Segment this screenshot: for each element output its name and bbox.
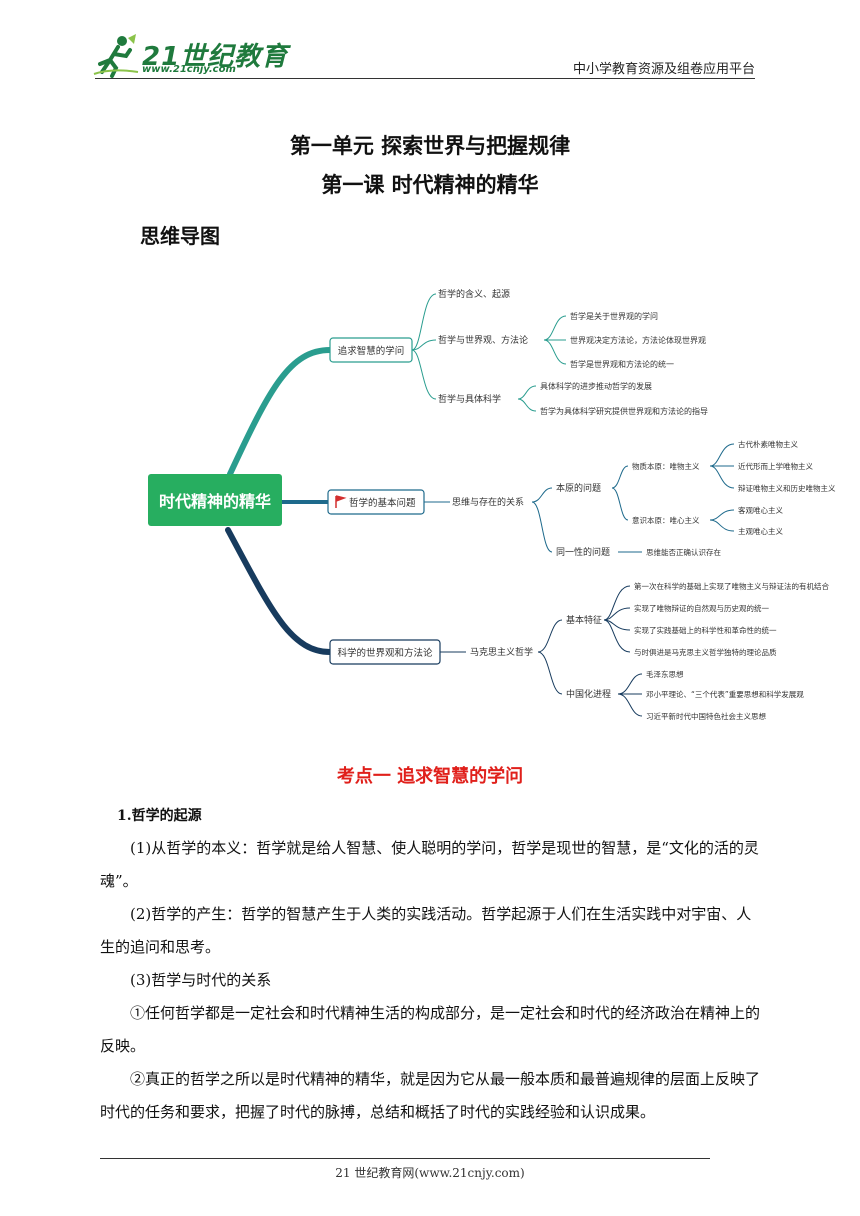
b3-feature-item-2: 实现了唯物辩证的自然观与历史观的统一 [634,603,769,613]
b1-c3-item-2: 哲学为具体科学研究提供世界观和方法论的指导 [540,406,708,416]
b2-relation: 思维与存在的关系 [452,496,524,508]
section-title: 考点一 追求智慧的学问 [336,766,524,787]
branch-label-2: 哲学的基本问题 [349,497,416,509]
b2-matter-item-2: 近代形而上学唯物主义 [738,461,813,471]
b2-matter-item-1: 古代朴素唯物主义 [738,439,798,449]
flag-icon [335,495,347,508]
paragraph-4: ①任何哲学都是一定社会和时代精神生活的构成部分，是一定社会和时代的经济政治在精神… [100,1004,761,1055]
site-logo: 21世纪教育 www.21cnjy.com [92,34,287,78]
b3-sinicization-item-1: 毛泽东思想 [646,669,684,679]
footer-divider [100,1158,710,1159]
b2-identity: 同一性的问题 [556,546,610,558]
paragraph-2: (2)哲学的产生：哲学的智慧产生于人类的实践活动。哲学起源于人们在生活实践中对宇… [100,905,752,956]
b2-identity-item: 思维能否正确认识存在 [646,547,721,557]
branch-label-3: 科学的世界观和方法论 [337,647,433,659]
b1-c2-item-2: 世界观决定方法论，方法论体现世界观 [570,335,706,345]
lesson-title: 第一课 时代精神的精华 [321,173,539,197]
b2-mind-item-2: 主观唯心主义 [738,526,783,536]
b3-feature-item-1: 第一次在科学的基础上实现了唯物主义与辩证法的有机结合 [634,581,829,591]
b3-feature-item-4: 与时俱进是马克思主义哲学独特的理论品质 [634,647,777,657]
b3-sinicization-item-3: 习近平新时代中国特色社会主义思想 [646,711,766,721]
root-node [148,474,282,526]
b2-mind-item-1: 客观唯心主义 [738,505,783,515]
b3-features: 基本特征 [566,614,602,626]
header-divider [95,78,755,79]
b2-mind: 意识本原：唯心主义 [632,515,700,525]
b1-c3: 哲学与具体科学 [438,393,501,405]
b3-feature-item-3: 实现了实践基础上的科学性和革命性的统一 [634,625,777,635]
b1-c1: 哲学的含义、起源 [438,288,510,300]
header-platform-name: 中小学教育资源及组卷应用平台 [572,62,755,77]
b3-sinicization-item-2: 邓小平理论、“三个代表”重要思想和科学发展观 [646,689,804,699]
root-label: 时代精神的精华 [159,492,271,511]
mindmap-heading: 思维导图 [140,224,220,248]
b2-matter: 物质本原：唯物主义 [632,461,700,471]
logo-text: 21世纪教育 [142,42,289,72]
paragraph-1: (1)从哲学的本义：哲学就是给人智慧、使人聪明的学问，哲学是现世的智慧，是“文化… [100,839,759,890]
paragraph-3: (3)哲学与时代的关系 [130,971,272,989]
b3-sinicization: 中国化进程 [566,688,611,700]
b3-marxism: 马克思主义哲学 [470,646,533,658]
b1-c2: 哲学与世界观、方法论 [438,334,528,346]
mind-map: 时代精神的精华 追求智慧的学问 哲学的含义、起源 哲学与世界观、方法论 哲学是关… [148,288,836,721]
b2-matter-item-3: 辩证唯物主义和历史唯物主义 [738,483,836,493]
b1-c2-item-1: 哲学是关于世界观的学问 [570,311,658,321]
runner-icon [93,34,139,78]
unit-title: 第一单元 探索世界与把握规律 [289,134,571,158]
sub-heading: 1.哲学的起源 [117,808,202,824]
paragraph-5: ②真正的哲学之所以是时代精神的精华，就是因为它从最一般本质和最普遍规律的层面上反… [100,1070,761,1121]
b2-origin: 本原的问题 [556,482,601,494]
branch-label-1: 追求智慧的学问 [338,345,405,357]
b1-c3-item-1: 具体科学的进步推动哲学的发展 [540,381,652,391]
branch-connector-3 [225,527,333,655]
footer-text: 21 世纪教育网(www.21cnjy.com) [335,1166,525,1180]
branch-connector-1 [227,347,333,477]
b1-c2-item-3: 哲学是世界观和方法论的统一 [570,359,674,369]
logo-url: www.21cnjy.com [142,64,236,75]
